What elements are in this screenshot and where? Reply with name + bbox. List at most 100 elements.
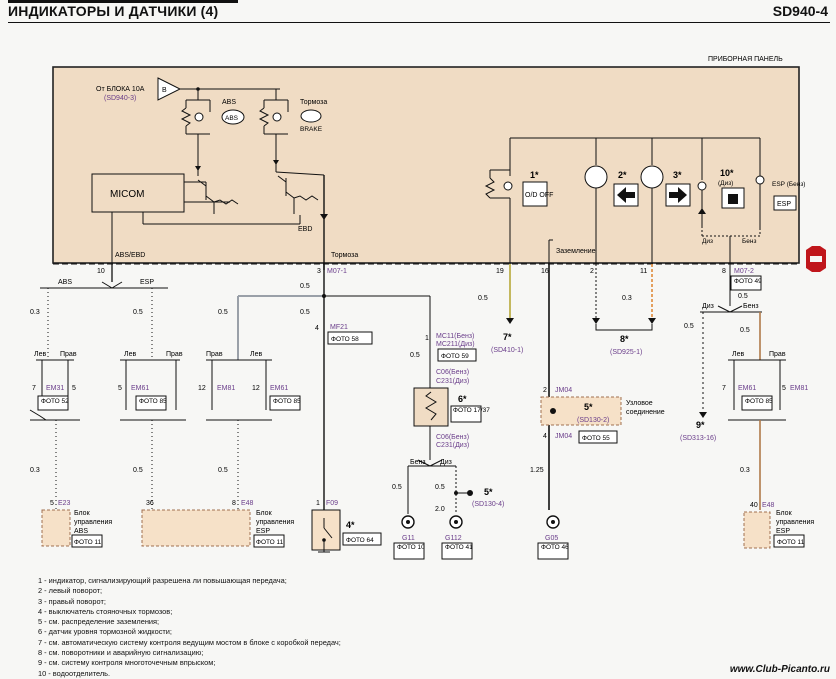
wire-0.3-right-low: 0.3: [740, 467, 750, 474]
em61-right-conn: EM61: [738, 385, 756, 392]
from-block-arrow: [157, 77, 182, 101]
pin-7-em31: 7: [32, 385, 36, 392]
right-arrow-icon: [669, 187, 687, 203]
pin-10: 10: [97, 268, 105, 275]
esp-unit-label-2: управления: [256, 519, 294, 526]
em81-prav-label: Прав: [206, 351, 223, 358]
foto-85-left: ФОТО 85: [139, 398, 167, 405]
sd130-2-ref: (SD130-2): [577, 417, 609, 424]
em81-connector: EM81: [217, 385, 235, 392]
legend: 1 - индикатор, сигнализирующий разрешена…: [38, 576, 341, 679]
pin-8-e48: 8: [232, 500, 236, 507]
wire-0.3-pin11: 0.3: [622, 295, 632, 302]
micom-label: MICOM: [110, 189, 144, 200]
brake-transistor: [277, 175, 319, 214]
od-off-indicator: [484, 169, 510, 199]
connector-c231-bottom: C231(Диз): [436, 442, 469, 449]
pin-3: 3: [317, 268, 321, 275]
right-lev-label: Лев: [732, 351, 744, 358]
diz-branch-label: Диз: [440, 459, 452, 466]
esp-control-unit-left: [141, 509, 251, 547]
benz-selector-label: Бенз: [742, 238, 756, 245]
ind10-label: 10*: [720, 168, 734, 178]
od-off-symbol: [522, 181, 548, 207]
wire-0.5-pin19: 0.5: [478, 295, 488, 302]
legend-item: 2 - левый поворот;: [38, 586, 103, 596]
pin-2: 2: [590, 268, 594, 275]
wire-0.5-diz: 0.5: [684, 323, 694, 330]
site-watermark: www.Club-Picanto.ru: [729, 664, 830, 675]
brake-symbol-text: BRAKE: [300, 126, 323, 133]
foto-11-esp-right: ФОТО 11: [777, 539, 805, 546]
ground-g05-label: G05: [545, 535, 558, 542]
legend-item: 9 - см. систему контроля многоточечным в…: [38, 658, 216, 668]
connector-mc11: MC11(Бенз): [436, 333, 474, 340]
esp-symbol-text: ESP: [777, 201, 791, 208]
header-rule: [8, 22, 830, 23]
ground-g11-icon: [401, 515, 415, 529]
foto-41: ФОТО 41: [445, 544, 473, 551]
wire-0.5-fluid: 0.5: [410, 352, 420, 359]
pin-12-em81: 12: [198, 385, 206, 392]
em31-connector: EM31: [46, 385, 64, 392]
foto-11-abs: ФОТО 11: [74, 539, 102, 546]
pin-8: 8: [722, 268, 726, 275]
wire-0.5-tormoza: 0.5: [300, 283, 310, 290]
esp-lamp-label: ESP (Бенз): [772, 181, 805, 188]
connector-e23: E23: [58, 500, 71, 507]
esp-em81-junction: [206, 359, 272, 421]
abs-unit-label-1: Блок: [74, 510, 91, 517]
item-9-label: 9*: [696, 420, 705, 430]
pin-5-em51: 5: [72, 385, 76, 392]
ind1-label: 1*: [530, 170, 539, 180]
abs-branch-label: ABS: [58, 279, 72, 286]
item-5-mid: 5*: [484, 487, 493, 497]
ground-g05-icon: [546, 515, 560, 529]
legend-item: 3 - правый поворот;: [38, 596, 106, 606]
wire-1.25: 1.25: [530, 467, 544, 474]
ind10-sub: (Диз): [718, 180, 733, 187]
title-underline-bar: [8, 0, 238, 3]
pin-4-jm04: 4: [543, 433, 547, 440]
esp-unit-label-3: ESP: [256, 528, 270, 535]
ground-g11-label: G11: [402, 535, 415, 542]
esp-prav-label: Прав: [166, 351, 183, 358]
sd130-4-ref: (SD130-4): [472, 501, 504, 508]
ground-label: Заземление: [556, 248, 596, 255]
foto-59: ФОТО 59: [441, 353, 469, 360]
esp-led-icon: [755, 175, 765, 185]
water-separator-led-icon: [697, 181, 707, 191]
wire-0.5-esp: 0.5: [133, 309, 143, 316]
pin-1-mc11: 1: [425, 335, 429, 342]
ind3-label: 3*: [673, 170, 682, 180]
pin-11: 11: [640, 268, 647, 275]
em81-lev-label: Лев: [250, 351, 262, 358]
splice-label-1: Узловое: [626, 400, 653, 407]
foto-58: ФОТО 58: [331, 336, 359, 343]
left-turn-lamp-icon: [584, 165, 608, 189]
connector-jm04-bottom: JM04: [555, 433, 572, 440]
em61-connector: EM61: [131, 385, 149, 392]
legend-item: 5 - см. распределение заземления;: [38, 617, 160, 627]
foto-52: ФОТО 52: [41, 398, 69, 405]
connector-c231-top: C231(Диз): [436, 378, 469, 385]
abs-unit-label-3: ABS: [74, 528, 88, 535]
wire-0.5-g112: 0.5: [435, 484, 445, 491]
legend-item: 6 - датчик уровня тормозной жидкости;: [38, 627, 172, 637]
brake-symbol-icon: [300, 109, 322, 123]
esp-em61-junction: [120, 359, 186, 421]
pin-12-em61: 12: [252, 385, 260, 392]
ebd-label: EBD: [298, 226, 312, 233]
abs-resistor: [180, 99, 211, 135]
tormoza-line-label: Тормоза: [331, 252, 358, 259]
wire-0.5-pin8: 0.5: [738, 293, 748, 300]
abs-unit-label-2: управления: [74, 519, 112, 526]
abs-lamp-label: ABS: [222, 99, 236, 106]
pin-5-em81: 5: [782, 385, 786, 392]
legend-item: 7 - см. автоматическую систему контроля …: [38, 637, 341, 647]
foto-11-esp-left: ФОТО 11: [256, 539, 284, 546]
page-title: ИНДИКАТОРЫ И ДАТЧИКИ (4): [8, 3, 219, 19]
left-arrow-icon: [617, 187, 635, 203]
abs-symbol-text: ABS: [225, 115, 239, 122]
